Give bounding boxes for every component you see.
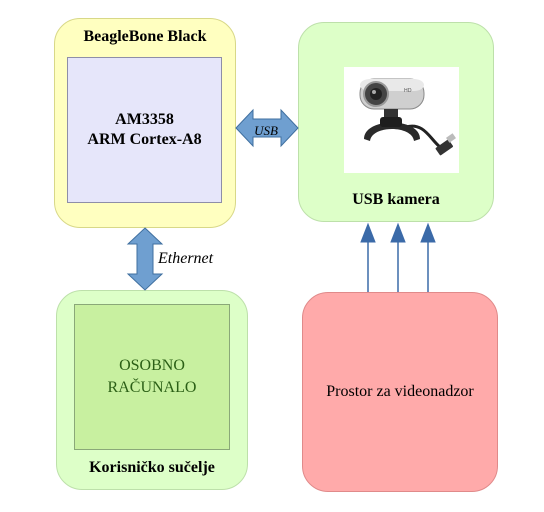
cpu-box: AM3358 ARM Cortex-A8 bbox=[67, 57, 222, 203]
usb-arrow bbox=[235, 108, 299, 148]
usb-link-label: USB bbox=[254, 123, 278, 138]
cpu-model: AM3358 bbox=[115, 111, 174, 128]
svg-text:HD: HD bbox=[404, 88, 412, 94]
ethernet-link-label: Ethernet bbox=[158, 250, 214, 267]
beaglebone-title: BeagleBone Black bbox=[83, 28, 207, 45]
surveillance-space-label: Prostor za videonadzor bbox=[326, 383, 474, 400]
ethernet-arrow bbox=[126, 227, 164, 291]
pc-label-line2: RAČUNALO bbox=[107, 379, 197, 396]
webcam-icon: HD bbox=[344, 67, 459, 173]
camera-title: USB kamera bbox=[352, 191, 440, 208]
cpu-core: ARM Cortex-A8 bbox=[87, 131, 202, 148]
pc-box: OSOBNO RAČUNALO bbox=[74, 304, 230, 450]
pc-title: Korisničko sučelje bbox=[89, 459, 215, 476]
pc-label-line1: OSOBNO bbox=[119, 357, 185, 374]
video-signal-arrows bbox=[360, 222, 436, 292]
surveillance-space-block: Prostor za videonadzor bbox=[302, 292, 498, 492]
